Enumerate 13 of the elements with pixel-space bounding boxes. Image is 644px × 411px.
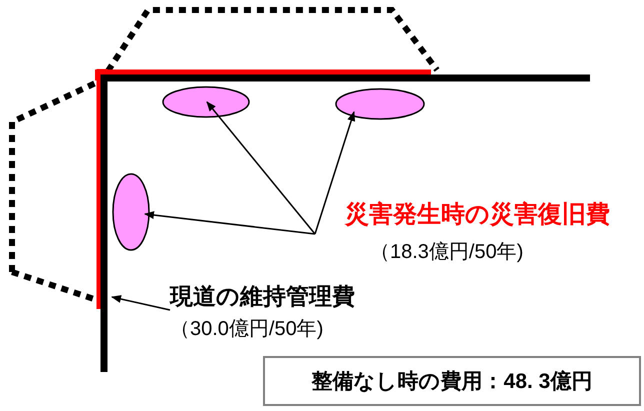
leader-arrow — [206, 101, 316, 234]
ellipse — [335, 88, 425, 120]
summary-box: 整備なし時の費用：48. 3億円 — [263, 356, 641, 406]
leader-arrow — [314, 111, 356, 234]
road-section — [95, 69, 108, 310]
cost-heading: 現道の維持管理費 — [170, 282, 355, 311]
cost-value: （18.3億円/50年) — [370, 240, 524, 265]
cost-value: （30.0億円/50年) — [170, 317, 324, 342]
cost-heading: 災害発生時の災害復旧費 — [345, 200, 610, 230]
ellipse — [112, 173, 150, 251]
leader-arrow — [111, 295, 170, 311]
leader-arrow — [144, 211, 316, 235]
ellipse — [162, 86, 250, 118]
